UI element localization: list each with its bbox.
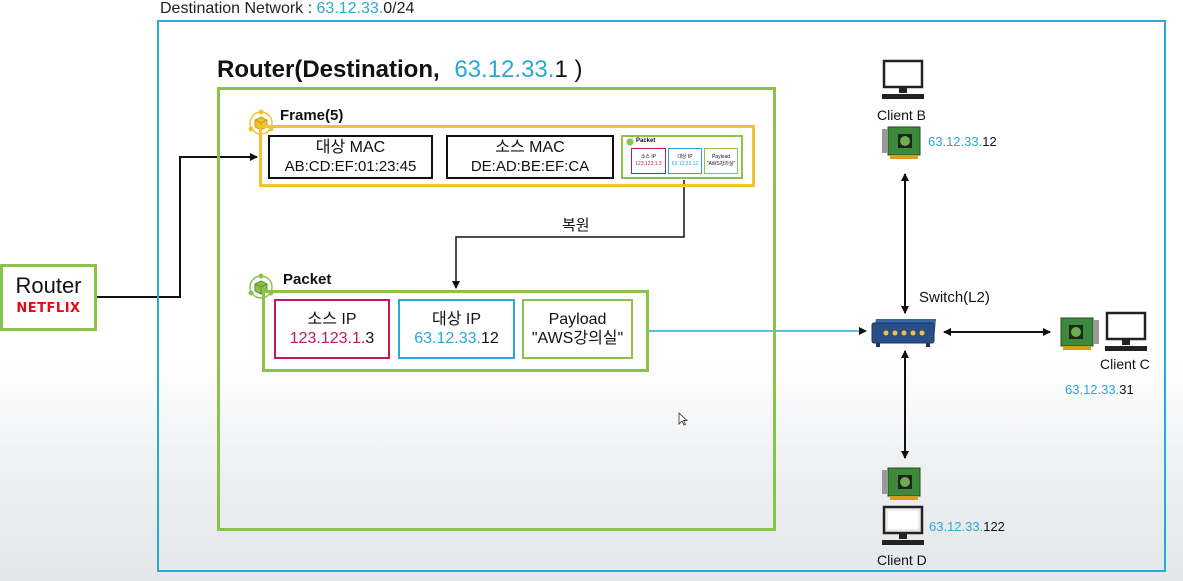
src-mac-cell: 소스 MAC DE:AD:BE:EF:CA (446, 135, 614, 179)
client-d-ip-suffix: 122 (983, 519, 1005, 534)
restore-arrow (452, 180, 685, 289)
dst-ip-title: 대상 IP (431, 311, 481, 328)
client-b-nic-icon (882, 126, 921, 159)
dst-mac-cell: 대상 MAC AB:CD:EF:01:23:45 (268, 135, 433, 179)
router-box (217, 87, 776, 531)
src-mac-title: 소스 MAC (495, 139, 565, 156)
router-ip-prefix: 63.12.33. (454, 56, 555, 83)
src-mac-value: DE:AD:BE:EF:CA (470, 158, 590, 175)
src-ip-cell: 소스 IP 123.123.1.3 (274, 299, 390, 359)
packet-label: Packet (283, 271, 332, 288)
client-b-name: Client B (877, 107, 927, 123)
restore-label: 복원 (562, 217, 590, 234)
external-router: Router NETFLIX (0, 264, 97, 331)
netflix-logo: NETFLIX (16, 301, 81, 316)
mini-src-title: 소스 IP (640, 154, 657, 160)
router-title-text: Router(Destination, (217, 56, 440, 83)
payload-value: "AWS강의실" (531, 330, 624, 347)
client-d-ip-prefix: 63.12.33. (929, 519, 984, 534)
network-ip-suffix: 0/24 (383, 0, 415, 17)
client-c-computer-icon (1105, 311, 1147, 351)
client-c-ip-suffix: 31 (1119, 382, 1134, 397)
network-title: Destination Network : 63.12.33.0/24 (160, 0, 414, 18)
dst-ip-prefix: 63.12.33. (414, 330, 481, 347)
src-ip-prefix: 123.123.1. (289, 330, 366, 347)
client-b-ip-suffix: 12 (982, 134, 997, 149)
switch-label: Switch(L2) (919, 289, 990, 306)
mini-dst-value: 63.12.33.12 (671, 161, 699, 167)
network-ip-prefix: 63.12.33. (316, 0, 384, 17)
packet-box (262, 290, 649, 372)
frame-label: Frame(5) (280, 107, 344, 124)
switch-icon (871, 319, 936, 347)
src-ip-title: 소스 IP (307, 311, 357, 328)
client-c-ip-prefix: 63.12.33. (1065, 382, 1120, 397)
client-c-ip: 63.12.33.31 (1065, 382, 1134, 397)
cursor-icon (678, 412, 688, 426)
mini-src-cell: 소스 IP 123.123.1.3 (631, 148, 666, 174)
client-c-name: Client C (1100, 356, 1150, 372)
client-d-computer-icon (882, 505, 924, 545)
frame-box (259, 125, 755, 187)
destination-network-box (157, 20, 1166, 572)
mini-payload-cell: Payload "AWS강의실" (704, 148, 738, 174)
payload-cell: Payload "AWS강의실" (522, 299, 633, 359)
dst-mac-title: 대상 MAC (315, 139, 386, 156)
mini-dst-cell: 대상 IP 63.12.33.12 (668, 148, 702, 174)
client-d-ip: 63.12.33.122 (929, 519, 1005, 534)
client-b-ip: 63.12.33.12 (928, 134, 997, 149)
mini-packet-icon (626, 138, 634, 146)
router-title: Router(Destination, 63.12.33.1 ) (217, 56, 582, 84)
mini-payload-title: Payload (711, 154, 731, 160)
client-d-name: Client D (877, 552, 927, 568)
mini-packet-label: Packet (636, 138, 656, 144)
dst-ip-suffix: 12 (480, 330, 499, 347)
src-ip-suffix: 3 (365, 330, 375, 347)
external-router-name: Router (15, 273, 82, 298)
client-b-ip-prefix: 63.12.33. (928, 134, 983, 149)
mini-packet: Packet 소스 IP 123.123.1.3 대상 IP 63.12.33.… (621, 135, 743, 179)
network-label: Destination Network : (160, 0, 317, 17)
mini-src-value: 123.123.1.3 (635, 161, 662, 167)
mini-payload-value: "AWS강의실" (706, 161, 736, 167)
client-d-nic-icon (882, 467, 921, 500)
client-b-computer-icon (882, 59, 924, 99)
dst-mac-value: AB:CD:EF:01:23:45 (284, 158, 417, 175)
client-c-nic-icon (1060, 317, 1099, 350)
payload-title: Payload (548, 311, 607, 328)
dst-ip-cell: 대상 IP 63.12.33.12 (398, 299, 515, 359)
mini-dst-title: 대상 IP (677, 154, 693, 160)
router-ip-suffix: 1 ) (554, 56, 583, 83)
